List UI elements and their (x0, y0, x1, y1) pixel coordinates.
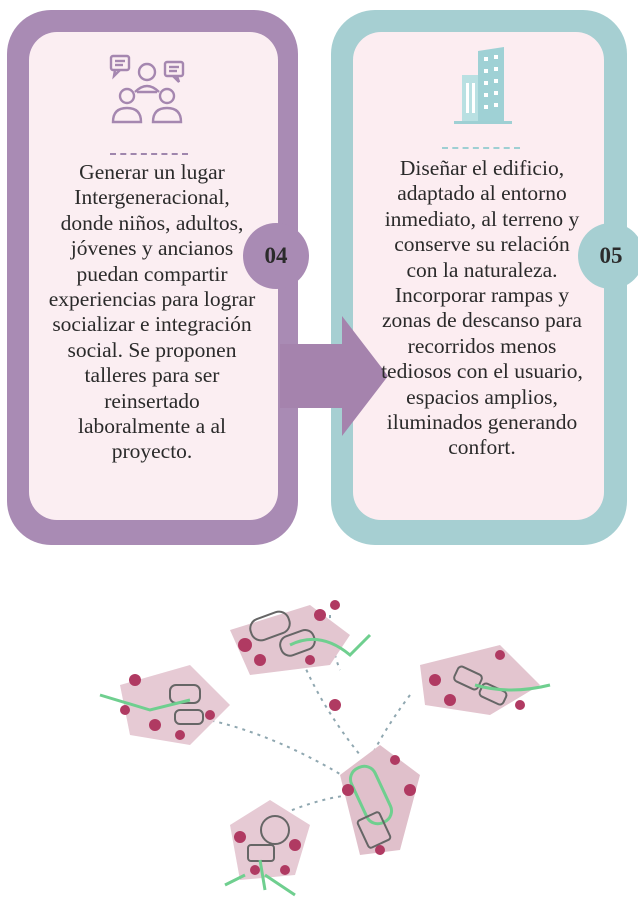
card-05-divider (442, 147, 520, 149)
card-04-text-line: proyecto. (111, 439, 193, 464)
flow-arrow-icon (280, 316, 388, 436)
card-04-text-line: laboralmente a al (77, 414, 227, 439)
card-05-text-line: recorridos menos (407, 333, 557, 358)
card-04-number: 04 (264, 243, 288, 268)
card-04-text-line: puedan compartir (76, 261, 228, 286)
card-05-text-line: tediosos con el usuario, (381, 359, 583, 384)
card-04-divider (110, 153, 188, 155)
card-05-number-badge: 05 (578, 223, 638, 289)
card-04-text-line: Intergeneracional, (74, 185, 230, 210)
card-05-text-line: Incorporar rampas y (394, 283, 570, 308)
card-05-text-line: Diseñar el edificio, (399, 156, 565, 180)
card-05-text-line: conserve su relación (394, 232, 570, 257)
buildings-icon (454, 47, 512, 124)
card-05-text-line: zonas de descanso para (382, 308, 582, 333)
card-04-frame (7, 10, 298, 545)
card-04-text-line: socializar e integración (52, 312, 252, 337)
card-04-text-line: jóvenes y ancianos (70, 236, 234, 261)
card-05-text-line: adaptado al entorno (397, 181, 567, 206)
people-chat-icon (109, 54, 185, 124)
card-05-text-line: inmediato, al terreno y (384, 206, 580, 231)
card-05-number: 05 (599, 243, 623, 268)
card-04-text-line: donde niños, adultos, (60, 210, 244, 235)
card-04-text-line: reinsertado (104, 388, 200, 413)
card-05-text-line: con la naturaleza. (406, 257, 558, 282)
card-04-text-line: talleres para ser (84, 363, 220, 388)
card-04-text-line: social. Se proponen (67, 337, 237, 362)
card-04-panel (29, 32, 278, 520)
card-05-text-line: iluminados generando (386, 410, 578, 435)
site-network-map-illustration (99, 600, 551, 897)
card-05-text-line: confort. (448, 435, 516, 460)
card-04-text-line: Generar un lugar (79, 160, 225, 184)
card-04-text-line: experiencias para lograr (48, 287, 256, 312)
card-05-text-line: espacios amplios, (406, 384, 558, 409)
card-04-number-badge: 04 (243, 223, 309, 289)
